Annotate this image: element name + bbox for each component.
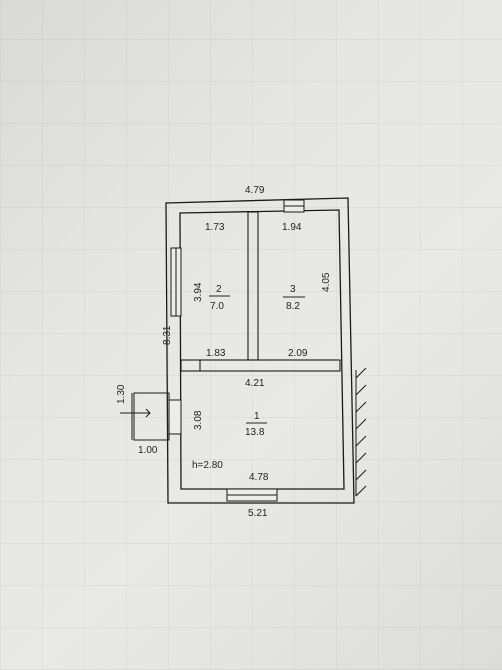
windows bbox=[168, 199, 305, 502]
room-1-top-width: 4.21 bbox=[245, 378, 265, 389]
room-1-width: 4.78 bbox=[249, 472, 269, 483]
room-height: h=2.80 bbox=[192, 460, 223, 471]
overall-width-bottom: 5.21 bbox=[248, 508, 268, 519]
area-fraction-lines bbox=[209, 295, 305, 424]
room-2-width-bottom: 1.83 bbox=[206, 348, 226, 359]
room-2-number: 2 bbox=[216, 284, 222, 295]
interior-walls bbox=[180, 211, 341, 372]
room-3-width-top: 1.94 bbox=[282, 222, 302, 233]
porch-depth: 1.30 bbox=[116, 384, 127, 404]
room-2-depth: 3.94 bbox=[193, 282, 204, 302]
room-1-number: 1 bbox=[254, 411, 260, 422]
room-3-area: 8.2 bbox=[286, 301, 300, 312]
porch bbox=[120, 392, 170, 441]
porch-width: 1.00 bbox=[138, 445, 158, 456]
wall-hatching bbox=[355, 367, 367, 497]
door-left bbox=[168, 399, 182, 435]
room-2-area: 7.0 bbox=[210, 301, 224, 312]
room-3-depth: 4.05 bbox=[321, 272, 332, 292]
overall-length: 8.31 bbox=[162, 325, 173, 345]
overall-width-top: 4.79 bbox=[245, 185, 265, 196]
room-2-width-top: 1.73 bbox=[205, 222, 225, 233]
outer-walls bbox=[165, 197, 355, 504]
room-1-depth: 3.08 bbox=[193, 410, 204, 430]
room-3-number: 3 bbox=[290, 284, 296, 295]
room-3-width-bottom: 2.09 bbox=[288, 348, 308, 359]
room-1-area: 13.8 bbox=[245, 427, 265, 438]
